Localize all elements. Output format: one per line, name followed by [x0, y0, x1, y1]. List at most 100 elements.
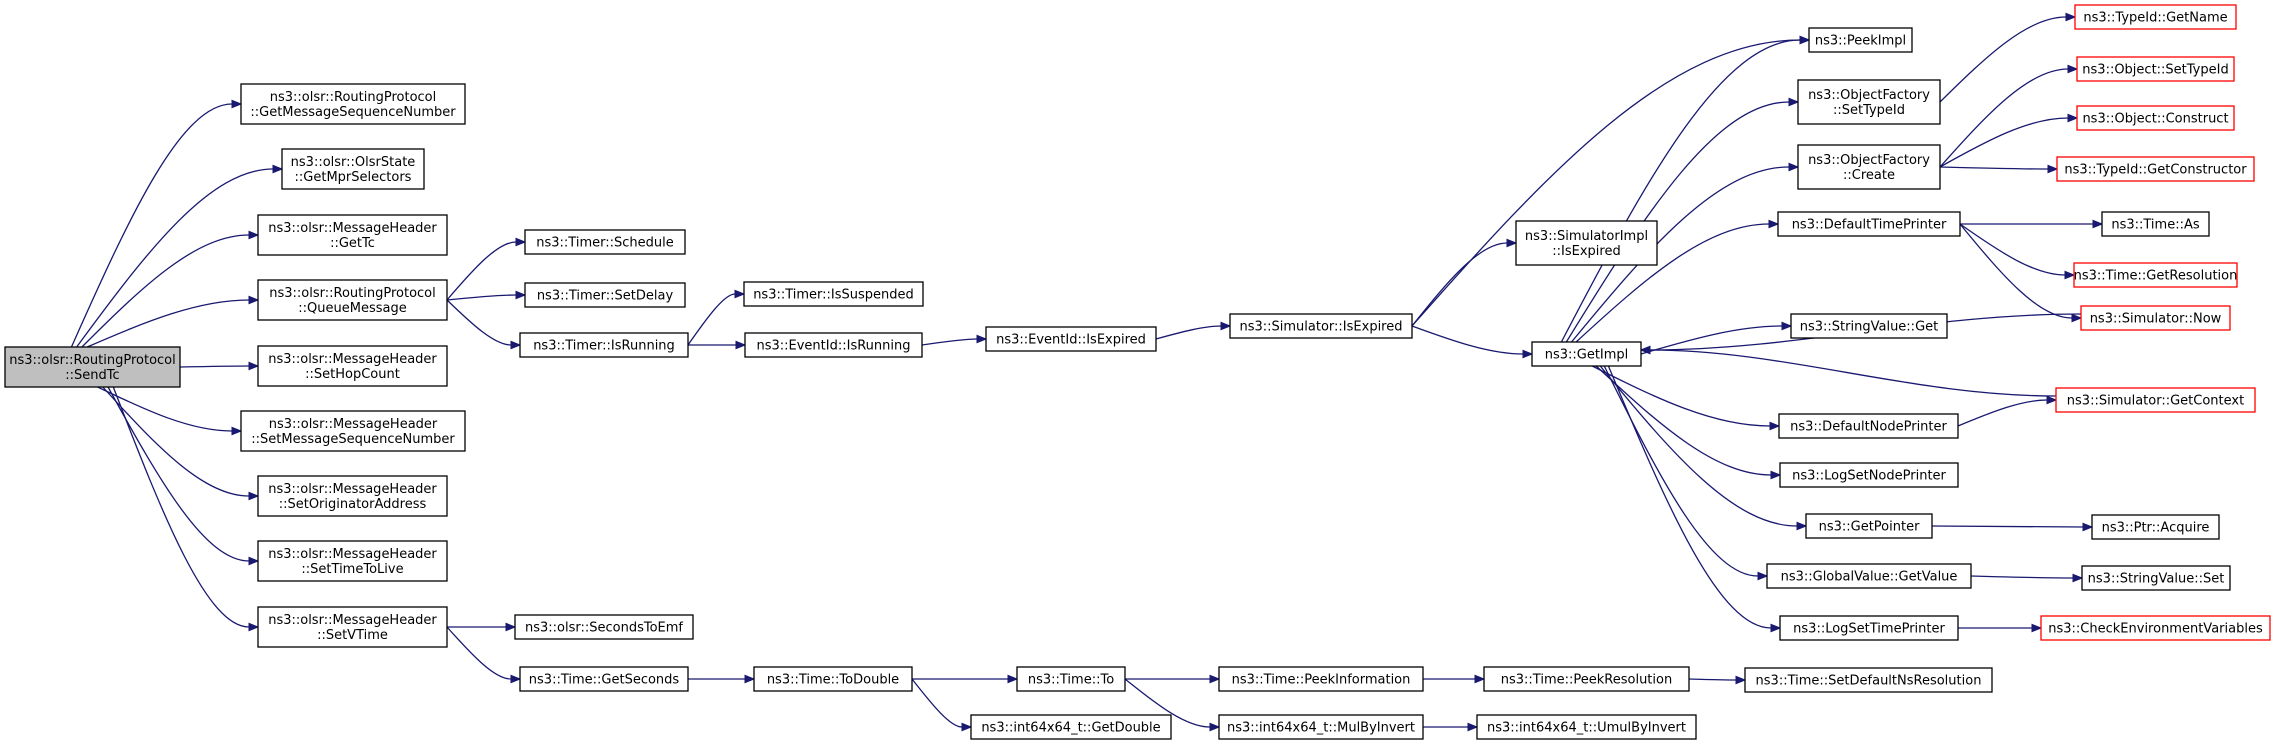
node-box[interactable] [524, 229, 686, 255]
node-box[interactable] [519, 332, 689, 358]
node-box[interactable] [970, 714, 1172, 740]
node-timeas[interactable]: ns3::Time::As [2101, 211, 2210, 237]
node-defnodeprinter[interactable]: ns3::DefaultNodePrinter [1778, 413, 1959, 439]
node-setdelay[interactable]: ns3::Timer::SetDelay [524, 282, 686, 308]
node-peekimpl[interactable]: ns3::PeekImpl [1808, 27, 1913, 53]
node-box[interactable] [4, 346, 181, 388]
node-strvalget[interactable]: ns3::StringValue::Get [1790, 313, 1948, 339]
node-box[interactable] [1744, 667, 1993, 693]
node-box[interactable] [2076, 56, 2235, 82]
node-peekinfo[interactable]: ns3::Time::PeekInformation [1218, 666, 1424, 692]
node-getseconds[interactable]: ns3::Time::GetSeconds [519, 666, 689, 692]
node-box[interactable] [2073, 262, 2238, 288]
node-simimplexpired[interactable]: ns3::SimulatorImpl::IsExpired [1515, 220, 1658, 266]
node-strvalset[interactable]: ns3::StringValue::Set [2081, 565, 2231, 591]
node-box[interactable] [1797, 144, 1941, 190]
node-sethop[interactable]: ns3::olsr::MessageHeader::SetHopCount [257, 345, 448, 387]
node-objsettypeid[interactable]: ns3::Object::SetTypeId [2076, 56, 2235, 82]
node-simgetctx[interactable]: ns3::Simulator::GetContext [2055, 387, 2256, 413]
node-ofsettypeid[interactable]: ns3::ObjectFactory::SetTypeId [1797, 79, 1941, 125]
node-box[interactable] [257, 606, 448, 648]
node-box[interactable] [514, 614, 694, 640]
node-gvgetvalue[interactable]: ns3::GlobalValue::GetValue [1766, 563, 1972, 589]
node-box[interactable] [2074, 4, 2237, 30]
node-peekres[interactable]: ns3::Time::PeekResolution [1483, 666, 1690, 692]
node-getmprsel[interactable]: ns3::olsr::OlsrState::GetMprSelectors [281, 148, 425, 190]
node-box[interactable] [1797, 79, 1941, 125]
node-checkenv[interactable]: ns3::CheckEnvironmentVariables [2040, 615, 2271, 641]
node-setttl[interactable]: ns3::olsr::MessageHeader::SetTimeToLive [257, 540, 448, 582]
node-schedule[interactable]: ns3::Timer::Schedule [524, 229, 686, 255]
node-queuemsg[interactable]: ns3::olsr::RoutingProtocol::QueueMessage [257, 279, 448, 321]
node-mulbyinvert[interactable]: ns3::int64x64_t::MulByInvert [1218, 714, 1424, 740]
node-typeidgetname[interactable]: ns3::TypeId::GetName [2074, 4, 2237, 30]
node-gettc[interactable]: ns3::olsr::MessageHeader::GetTc [257, 214, 448, 256]
node-box[interactable] [1229, 313, 1413, 339]
node-box[interactable] [985, 326, 1157, 352]
node-objconstruct[interactable]: ns3::Object::Construct [2076, 105, 2235, 131]
node-secondstoemf[interactable]: ns3::olsr::SecondsToEmf [514, 614, 694, 640]
node-logsetnode[interactable]: ns3::LogSetNodePrinter [1779, 462, 1959, 488]
node-box[interactable] [2080, 305, 2231, 331]
node-evisexpired[interactable]: ns3::EventId::IsExpired [985, 326, 1157, 352]
node-logsettime[interactable]: ns3::LogSetTimePrinter [1779, 615, 1959, 641]
node-box[interactable] [1790, 313, 1948, 339]
node-box[interactable] [1515, 220, 1658, 266]
node-box[interactable] [1805, 513, 1933, 539]
node-deftimeprinter[interactable]: ns3::DefaultTimePrinter [1777, 211, 1961, 237]
node-box[interactable] [524, 282, 686, 308]
node-box[interactable] [2055, 387, 2256, 413]
node-simisexpired[interactable]: ns3::Simulator::IsExpired [1229, 313, 1413, 339]
node-todouble[interactable]: ns3::Time::ToDouble [753, 666, 913, 692]
node-box[interactable] [2056, 156, 2255, 182]
node-box[interactable] [2076, 105, 2235, 131]
node-timegetres[interactable]: ns3::Time::GetResolution [2073, 262, 2238, 288]
node-evisrunning[interactable]: ns3::EventId::IsRunning [744, 332, 923, 358]
node-box[interactable] [257, 540, 448, 582]
node-box[interactable] [1476, 714, 1697, 740]
node-typeidgetctor[interactable]: ns3::TypeId::GetConstructor [2056, 156, 2255, 182]
node-ptracquire[interactable]: ns3::Ptr::Acquire [2091, 514, 2220, 540]
node-setvtime[interactable]: ns3::olsr::MessageHeader::SetVTime [257, 606, 448, 648]
node-box[interactable] [743, 281, 924, 307]
node-box[interactable] [1483, 666, 1690, 692]
node-isrunning[interactable]: ns3::Timer::IsRunning [519, 332, 689, 358]
node-setmsgseq[interactable]: ns3::olsr::MessageHeader::SetMessageSequ… [240, 410, 466, 452]
node-box[interactable] [2091, 514, 2220, 540]
node-setdefaultns[interactable]: ns3::Time::SetDefaultNsResolution [1744, 667, 1993, 693]
node-getpointer[interactable]: ns3::GetPointer [1805, 513, 1933, 539]
node-box[interactable] [1766, 563, 1972, 589]
node-setorig[interactable]: ns3::olsr::MessageHeader::SetOriginatorA… [257, 475, 448, 517]
node-box[interactable] [1778, 413, 1959, 439]
node-box[interactable] [281, 148, 425, 190]
node-box[interactable] [1779, 615, 1959, 641]
node-sendtc[interactable]: ns3::olsr::RoutingProtocol::SendTc [4, 346, 181, 388]
node-box[interactable] [1808, 27, 1913, 53]
node-getmsgseq[interactable]: ns3::olsr::RoutingProtocol::GetMessageSe… [240, 83, 466, 125]
node-issuspended[interactable]: ns3::Timer::IsSuspended [743, 281, 924, 307]
node-box[interactable] [753, 666, 913, 692]
node-timeto[interactable]: ns3::Time::To [1016, 666, 1126, 692]
node-box[interactable] [1016, 666, 1126, 692]
node-box[interactable] [257, 345, 448, 387]
node-box[interactable] [2101, 211, 2210, 237]
node-box[interactable] [257, 475, 448, 517]
node-simnow[interactable]: ns3::Simulator::Now [2080, 305, 2231, 331]
node-box[interactable] [1531, 341, 1642, 367]
node-ofcreate[interactable]: ns3::ObjectFactory::Create [1797, 144, 1941, 190]
node-box[interactable] [1218, 714, 1424, 740]
node-box[interactable] [1777, 211, 1961, 237]
node-box[interactable] [1218, 666, 1424, 692]
node-box[interactable] [2081, 565, 2231, 591]
node-getimpl[interactable]: ns3::GetImpl [1531, 341, 1642, 367]
node-box[interactable] [2040, 615, 2271, 641]
node-box[interactable] [519, 666, 689, 692]
node-getdouble[interactable]: ns3::int64x64_t::GetDouble [970, 714, 1172, 740]
node-box[interactable] [257, 279, 448, 321]
node-box[interactable] [1779, 462, 1959, 488]
node-umulbyinvert[interactable]: ns3::int64x64_t::UmulByInvert [1476, 714, 1697, 740]
node-box[interactable] [257, 214, 448, 256]
node-box[interactable] [240, 410, 466, 452]
node-box[interactable] [744, 332, 923, 358]
node-box[interactable] [240, 83, 466, 125]
